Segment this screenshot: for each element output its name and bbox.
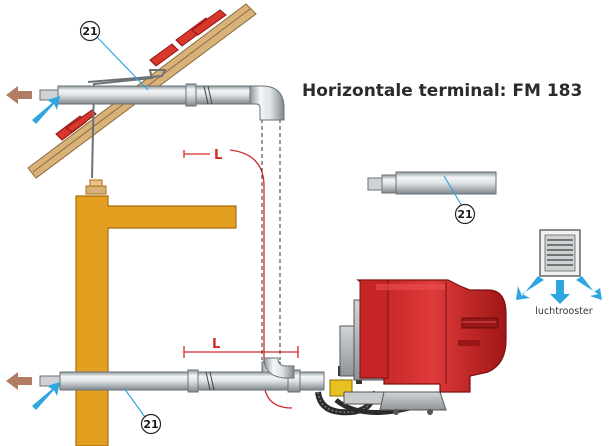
air-intake-arrow-top xyxy=(32,96,60,124)
diagram-title: Horizontale terminal: FM 183 xyxy=(302,81,582,101)
exhaust-arrow-top xyxy=(6,86,32,104)
callout-circle-bottom xyxy=(140,413,162,435)
callout-line-top xyxy=(95,35,149,91)
dimension-lines xyxy=(183,149,299,409)
dimension-label-top: L xyxy=(214,148,222,163)
callout-line-separate xyxy=(443,175,463,207)
callout-circle-separate xyxy=(454,203,476,225)
callout-number-top: 21 xyxy=(82,25,97,38)
boiler-connection-elbow xyxy=(263,357,295,379)
dimension-label-bottom: L xyxy=(212,337,220,352)
pipe-break-mark xyxy=(203,85,213,105)
boiler xyxy=(315,279,507,416)
top-terminal-pipe xyxy=(39,69,285,179)
callout-number-bottom: 21 xyxy=(143,418,158,431)
callout-number-separate: 21 xyxy=(457,208,472,221)
exhaust-arrow-bottom xyxy=(6,372,32,390)
vent-label: luchtrooster xyxy=(535,306,592,317)
vent-airflow-arrows xyxy=(516,276,602,304)
chimney xyxy=(75,179,237,446)
air-vent-grille xyxy=(539,229,581,277)
separate-pipe xyxy=(367,171,497,195)
callout-circle-top xyxy=(79,20,101,42)
air-intake-arrow-bottom xyxy=(32,382,60,410)
roof-tiles xyxy=(55,9,227,141)
dashed-guide xyxy=(261,112,281,360)
